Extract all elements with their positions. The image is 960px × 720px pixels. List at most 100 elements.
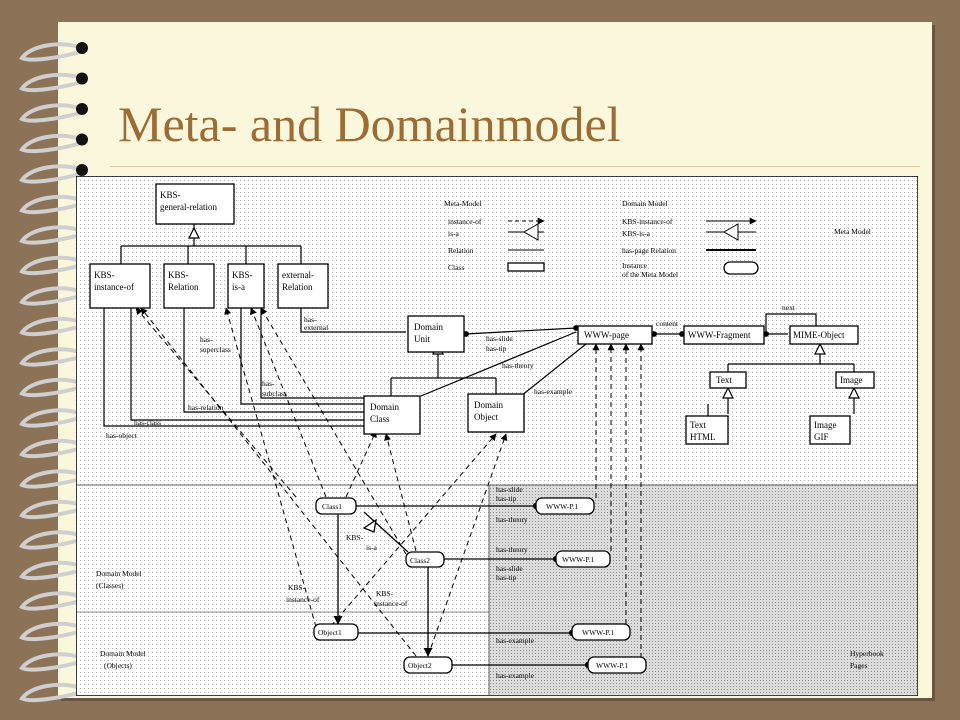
unit-to-page-line xyxy=(463,325,579,337)
legend-domain-item: of the Meta Model xyxy=(622,270,678,279)
domain-class-box xyxy=(363,395,421,435)
relation-label: KBS- xyxy=(168,270,189,280)
legend-instance-symbol xyxy=(723,261,759,275)
has-external-label: has- xyxy=(304,315,317,324)
kbs-instance-of-label: KBS- xyxy=(376,589,394,598)
instance-of-label: instance-of xyxy=(94,282,134,292)
binder-ring xyxy=(19,682,83,703)
domain-objects-region-label: (Objects) xyxy=(104,661,132,670)
instance-of-line xyxy=(345,430,377,498)
subclass-line xyxy=(260,288,364,399)
text-label: Text xyxy=(716,375,732,385)
domain-object-box xyxy=(467,393,525,433)
domain-unit-label: Domain xyxy=(414,322,443,332)
instance-of-line xyxy=(260,307,407,555)
legend-meta-title: Meta-Model xyxy=(444,199,482,208)
binder-hole xyxy=(76,133,88,146)
kbs-relation-box xyxy=(163,263,215,309)
legend-is-a-triangle xyxy=(522,223,539,241)
object-example-line xyxy=(520,343,587,397)
binder-ring xyxy=(19,591,83,611)
binder-ring xyxy=(19,164,83,184)
is-a-triangle xyxy=(188,226,200,239)
class-line xyxy=(130,308,364,421)
binder-ring xyxy=(19,316,83,337)
is-a-triangle xyxy=(722,386,734,399)
legend-domain-item: KBS-is-a xyxy=(622,229,651,238)
binder-ring xyxy=(19,469,83,489)
class-theory-line xyxy=(420,331,577,397)
image-box xyxy=(835,371,875,389)
object1-instance xyxy=(313,623,359,641)
binder-ring xyxy=(19,225,83,245)
www-page-box xyxy=(577,325,653,345)
c1-theory-label: has-theory xyxy=(496,515,528,524)
image-gif-box xyxy=(809,415,851,445)
www-fragment-box xyxy=(683,325,765,345)
kbs-instance-of-label: instance-of xyxy=(286,595,320,604)
title-divider xyxy=(110,166,920,167)
content-label: content xyxy=(656,319,679,328)
o1-example-label: has-example xyxy=(496,636,535,645)
next-line xyxy=(765,313,817,334)
legend-domain-item: Instance xyxy=(622,261,648,270)
class1-label: Class1 xyxy=(322,502,342,511)
slide-title: Meta- and Domainmodel xyxy=(118,96,621,152)
general-relation-label: KBS- xyxy=(160,190,181,200)
binder-ring xyxy=(19,652,83,672)
binder-ring xyxy=(19,438,83,459)
binder-hole xyxy=(76,42,88,54)
external-line xyxy=(300,308,406,333)
instance-of-label: KBS- xyxy=(94,270,115,280)
image-gif-label: Image xyxy=(814,420,837,430)
domain-unit-box xyxy=(407,315,465,353)
kbs-instance-of-label: KBS- xyxy=(288,583,306,592)
object2-instance xyxy=(403,656,453,674)
object-line xyxy=(103,308,364,427)
mime-object-label: MIME-Object xyxy=(793,330,845,340)
binder-hole xyxy=(76,164,88,176)
c1-tip-label: has-tip xyxy=(496,494,517,503)
binder-ring xyxy=(19,347,83,367)
text-html-label: HTML xyxy=(690,432,716,442)
c1-slide-label: has-slide xyxy=(496,485,523,494)
binder-ring xyxy=(19,499,83,520)
binder-ring xyxy=(19,408,83,428)
mime-object-box xyxy=(789,325,859,345)
is-a-triangle xyxy=(814,342,826,355)
has-subclass-label: has- xyxy=(262,379,275,388)
instance-of-line xyxy=(140,307,417,657)
legend-meta-item: instance-of xyxy=(448,217,482,226)
binder-ring xyxy=(19,72,83,93)
binder-ring xyxy=(19,560,83,581)
is-a-label: KBS- xyxy=(232,270,253,280)
has-class-label: has-class xyxy=(134,418,161,427)
legend-class-symbol xyxy=(507,262,545,272)
www-fragment-label: WWW-Fragment xyxy=(688,330,751,340)
c2-tip-label: has-tip xyxy=(496,573,517,582)
www-p-label: WWW-P.1 xyxy=(562,555,595,564)
www-page-instance-1 xyxy=(535,497,595,515)
object1-label: Object1 xyxy=(318,628,342,637)
has-subclass-label: subclass xyxy=(262,389,287,398)
binder-hole xyxy=(76,103,88,115)
c2-slide-label: has-slide xyxy=(496,564,523,573)
binder-hole xyxy=(76,72,88,85)
class2-instance xyxy=(405,551,445,568)
hyperbook-region-label: Pages xyxy=(850,661,868,670)
instance-of-line xyxy=(427,433,508,657)
legend-meta-item: is-a xyxy=(448,229,460,238)
legend-meta-item: Class xyxy=(448,263,464,272)
www-p-label: WWW-P.1 xyxy=(582,628,615,637)
www-p-label: WWW-P.1 xyxy=(596,661,629,670)
external-relation-box xyxy=(277,263,329,309)
www-page-instance-2 xyxy=(555,550,611,568)
relation-line xyxy=(183,308,364,413)
has-external-label: external xyxy=(304,323,328,332)
domain-classes-region-label: (Classes) xyxy=(96,581,124,590)
binder-ring xyxy=(19,621,83,642)
class2-label: Class2 xyxy=(410,556,430,565)
kbs-isa-triangle xyxy=(362,518,377,533)
instance-of-line xyxy=(330,433,497,627)
